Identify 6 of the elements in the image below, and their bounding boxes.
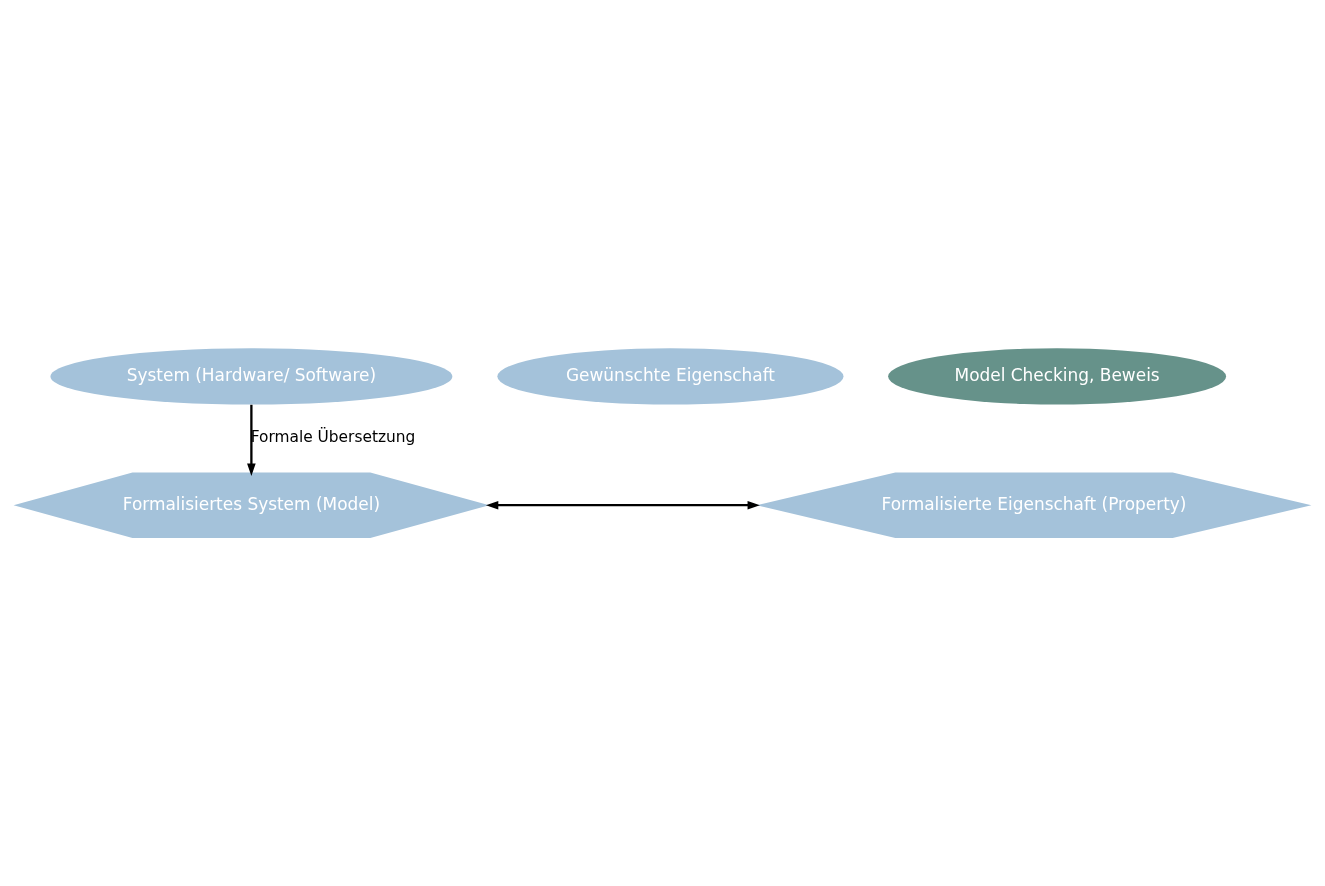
arrow <box>247 404 256 476</box>
edge-label: Formale Übersetzung <box>250 428 416 447</box>
node-ellipse: Gewünschte Eigenschaft <box>497 348 844 405</box>
node-ellipse: Model Checking, Beweis <box>888 348 1227 405</box>
arrow <box>485 500 760 510</box>
node-ellipse: System (Hardware/ Software) <box>50 348 453 405</box>
